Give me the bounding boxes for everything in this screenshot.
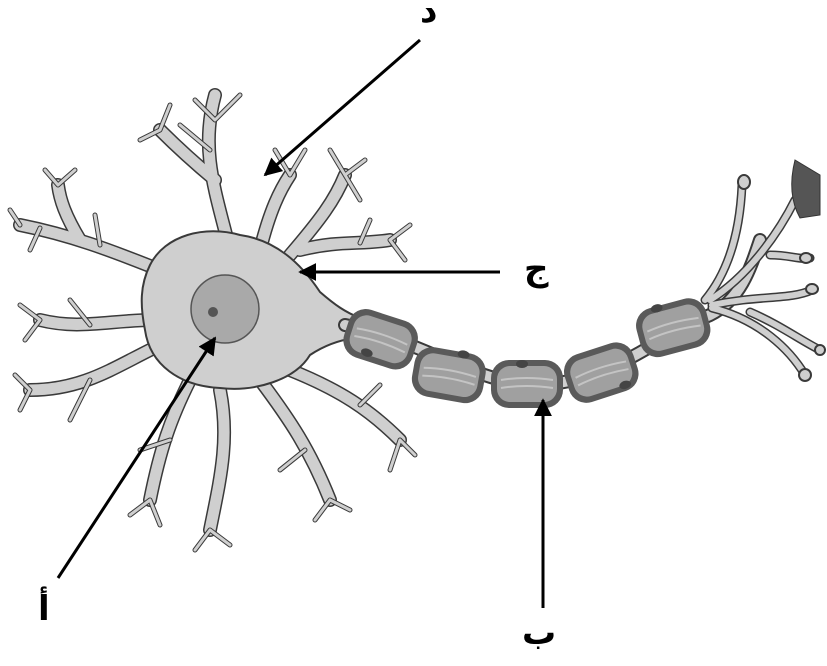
label-j: ج <box>524 252 549 286</box>
nucleus <box>191 275 259 343</box>
nucleolus <box>208 307 218 317</box>
axon-terminals <box>705 160 825 381</box>
label-a: أ <box>38 592 50 626</box>
myelin-sheath <box>339 292 715 408</box>
arrow-d <box>265 40 420 175</box>
arrow-a <box>58 338 215 578</box>
label-d: د <box>420 0 437 28</box>
label-b: ب <box>522 616 556 650</box>
